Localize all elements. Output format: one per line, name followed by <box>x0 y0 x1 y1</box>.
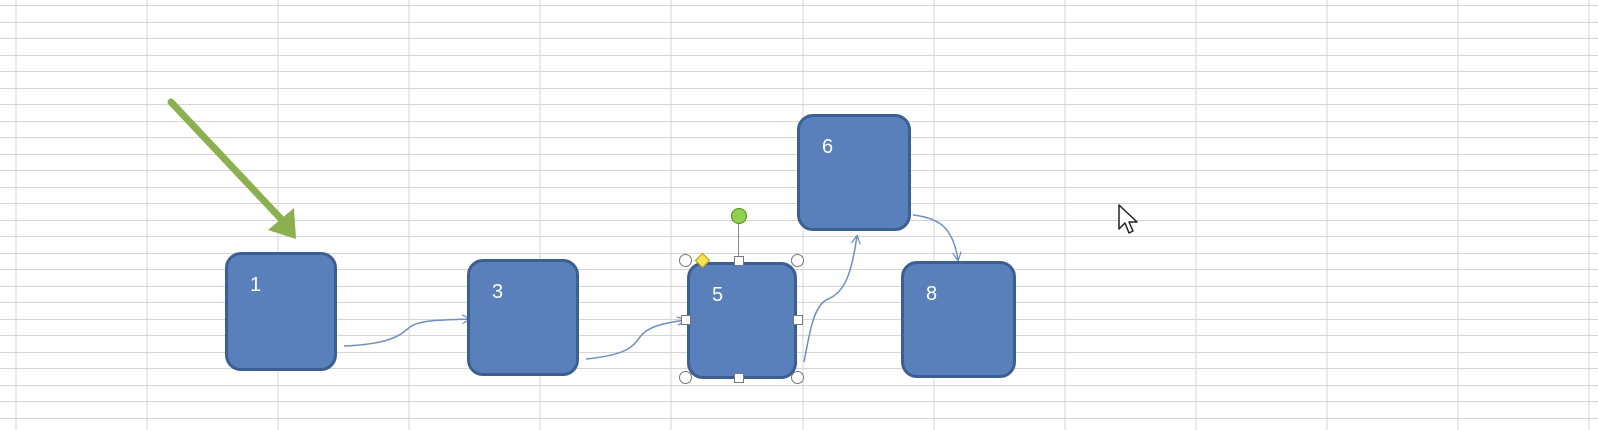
resize-handle-top-right[interactable] <box>791 254 804 267</box>
shape-1-label: 1 <box>250 274 262 296</box>
rotate-handle-stem <box>738 224 739 258</box>
resize-handle-bottom-left[interactable] <box>679 371 692 384</box>
shape-6[interactable]: 6 <box>797 114 911 231</box>
shape-5-label: 5 <box>712 284 724 306</box>
rotate-handle[interactable] <box>731 208 747 224</box>
resize-handle-bottom[interactable] <box>734 373 744 383</box>
resize-handle-top[interactable] <box>734 256 744 266</box>
shape-5-selected[interactable]: 5 <box>687 262 797 379</box>
resize-handle-top-left[interactable] <box>679 254 692 267</box>
mouse-pointer-icon <box>1118 204 1138 234</box>
shape-6-label: 6 <box>822 136 834 158</box>
shape-3-label: 3 <box>492 281 504 303</box>
resize-handle-bottom-right[interactable] <box>791 371 804 384</box>
resize-handle-right[interactable] <box>793 315 803 325</box>
shape-3[interactable]: 3 <box>467 259 579 376</box>
resize-handle-left[interactable] <box>681 315 691 325</box>
shape-8-label: 8 <box>926 283 938 305</box>
shape-8[interactable]: 8 <box>901 261 1016 378</box>
shape-1[interactable]: 1 <box>225 252 337 371</box>
